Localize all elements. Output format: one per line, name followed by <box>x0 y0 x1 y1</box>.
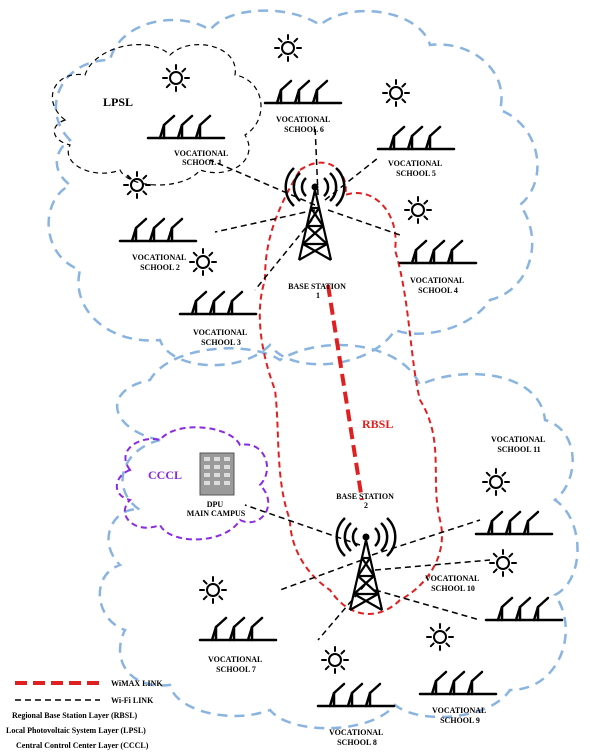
school-6-sun-icon <box>274 34 302 62</box>
school-2-label: VOCATIONAL SCHOOL 2 <box>132 253 188 272</box>
cccl-cloud-boundary <box>115 426 270 541</box>
school-8-solar-panel-icon <box>316 682 396 708</box>
base-station-1-label: BASE STATION 1 <box>288 282 348 300</box>
lpsl-label: LPSL <box>103 95 133 109</box>
school-8-sun-icon <box>321 646 349 674</box>
school-9-solar-panel-icon <box>418 670 498 696</box>
wimax-link <box>326 284 364 501</box>
school-5-sun-icon <box>382 79 410 107</box>
wifi-links-bs2 <box>244 504 491 641</box>
cccl-label: CCCL <box>148 468 182 482</box>
school-7-solar-panel-icon <box>198 616 278 642</box>
school-9-label: VOCATIONAL SCHOOL 9 <box>432 706 488 725</box>
rbsl-label: RBSL <box>362 417 393 431</box>
school-11-sun-icon <box>482 468 510 496</box>
school-2-solar-panel-icon <box>118 217 198 243</box>
school-7-sun-icon <box>199 576 227 604</box>
school-3-label: VOCATIONAL SCHOOL 3 <box>193 328 249 347</box>
legend-cccl-label: Central Control Center Layer (CCCL) <box>16 741 149 750</box>
school-4-label: VOCATIONAL SCHOOL 4 <box>410 276 466 295</box>
school-1-sun-icon <box>162 64 190 92</box>
school-10-label: VOCATIONAL SCHOOL 10 <box>425 574 481 593</box>
legend: WiMAX LINK Wi-Fi LINK Regional Base Stat… <box>6 679 163 750</box>
school-5-label: VOCATIONAL SCHOOL 5 <box>388 159 444 178</box>
school-9-sun-icon <box>426 623 454 651</box>
lower-cloud-boundary <box>98 343 579 730</box>
wifi-links-bs1 <box>209 124 401 291</box>
school-4-solar-panel-icon <box>398 239 478 265</box>
legend-wifi-label: Wi-Fi LINK <box>111 696 154 705</box>
school-11-solar-panel-icon <box>474 510 554 536</box>
legend-lpsl-label: Local Photovoltaic System Layer (LPSL) <box>6 726 146 735</box>
school-11-label: VOCATIONAL SCHOOL 11 <box>491 435 547 454</box>
dpu-server-icon <box>199 452 235 496</box>
school-1-solar-panel-icon <box>146 114 226 140</box>
school-2-sun-icon <box>123 171 151 199</box>
school-4-sun-icon <box>404 196 432 224</box>
school-3-solar-panel-icon <box>178 290 258 316</box>
school-10-sun-icon <box>489 549 517 577</box>
school-6-solar-panel-icon <box>263 79 343 105</box>
rbsl-region-boundary <box>258 161 443 615</box>
school-7-label: VOCATIONAL SCHOOL 7 <box>208 655 264 674</box>
school-5-solar-panel-icon <box>376 125 456 151</box>
school-3-sun-icon <box>189 248 217 276</box>
lpsl-cloud-boundary <box>52 44 262 186</box>
upper-cloud-boundary <box>47 9 539 367</box>
dpu-main-campus-label: DPU MAIN CAMPUS <box>187 500 246 518</box>
school-10-solar-panel-icon <box>484 596 564 622</box>
base-station-2-label: BASE STATION 2 <box>336 492 396 510</box>
legend-rbsl-label: Regional Base Station Layer (RBSL) <box>12 711 138 720</box>
school-8-label: VOCATIONAL SCHOOL 8 <box>329 728 385 747</box>
legend-wimax-label: WiMAX LINK <box>111 679 163 688</box>
school-6-label: VOCATIONAL SCHOOL 6 <box>276 115 332 134</box>
school-1-label: VOCATIONAL SCHOOL 1 <box>174 149 230 167</box>
base-station-2-tower-icon <box>335 516 397 612</box>
